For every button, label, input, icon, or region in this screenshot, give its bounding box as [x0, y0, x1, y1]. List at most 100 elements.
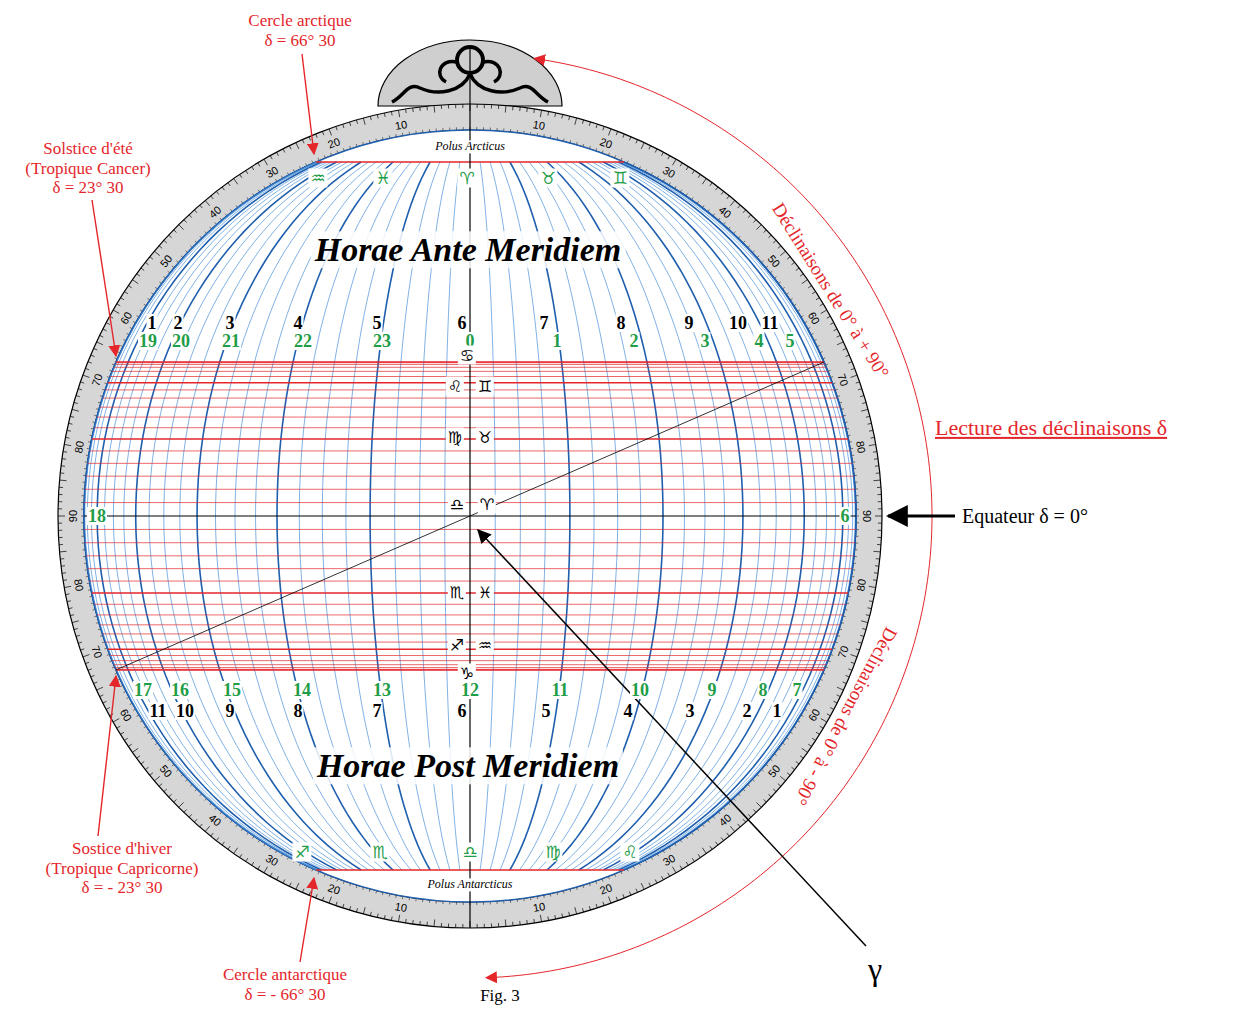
scale-number: 80 [72, 578, 86, 592]
ring-tick [837, 342, 843, 345]
ring-tick [575, 118, 577, 125]
ring-tick [868, 423, 872, 425]
ring-tick [434, 919, 436, 926]
zodiac-sign: ♌ [620, 843, 639, 862]
ring-tick [721, 191, 723, 194]
ring-tick [128, 286, 131, 288]
ring-tick [756, 225, 761, 230]
ring-tick [184, 809, 187, 812]
ring-tick [145, 262, 148, 264]
hour-number: 9 [225, 702, 236, 720]
ring-tick [302, 140, 304, 144]
ring-tick [629, 892, 631, 896]
ring-tick [246, 170, 248, 173]
ring-tick [58, 508, 62, 509]
ring-tick [748, 215, 751, 218]
ring-tick [60, 551, 67, 553]
scale-number: 90 [861, 510, 873, 522]
ring-tick [74, 628, 78, 629]
ring-tick [117, 304, 120, 306]
equator-label: Equateur δ = 0° [962, 505, 1088, 527]
ring-tick [363, 118, 365, 125]
zodiac-sign: ♓ [373, 169, 392, 188]
ring-tick [686, 862, 688, 865]
ring-tick [874, 458, 878, 460]
ring-tick [216, 838, 218, 841]
ornament-swirl [483, 61, 500, 82]
ring-tick [384, 113, 386, 117]
ring-tick [848, 669, 852, 670]
ring-tick [526, 920, 528, 924]
ring-tick [174, 799, 177, 802]
ring-tick [616, 897, 617, 901]
ring-tick [76, 396, 80, 397]
ring-tick [434, 106, 436, 113]
ring-tick [80, 649, 84, 650]
ring-tick [97, 342, 103, 345]
zodiac-sign: ♎ [460, 843, 479, 862]
ring-tick [716, 842, 718, 845]
ring-tick [673, 867, 677, 873]
hour-number: 5 [372, 314, 383, 332]
ring-tick [484, 104, 485, 108]
hour-number: 8 [616, 314, 627, 332]
ring-tick [730, 200, 734, 205]
ring-tick [350, 906, 351, 910]
ring-tick [843, 682, 847, 684]
ring-tick [800, 274, 803, 276]
ring-tick [222, 842, 224, 845]
ring-tick [164, 240, 167, 243]
ring-tick [773, 789, 776, 792]
ring-tick [184, 220, 187, 223]
hour-number: 17 [133, 681, 153, 699]
hour-number: 7 [539, 314, 550, 332]
ring-tick [860, 396, 864, 397]
ring-tick [405, 109, 407, 113]
hour-number: 11 [550, 681, 569, 699]
zodiac-sign: ♋ [458, 346, 476, 365]
zodiac-sign: ♍ [543, 843, 562, 862]
hour-number: 2 [742, 702, 753, 720]
ring-tick [277, 876, 279, 880]
hour-number: 9 [707, 681, 718, 699]
ring-tick [88, 362, 92, 363]
ring-tick [455, 924, 456, 928]
ring-tick [62, 572, 66, 574]
ring-tick [283, 880, 285, 884]
hour-number: 7 [372, 702, 383, 720]
zodiac-sign: ♏ [370, 843, 389, 862]
ring-tick [137, 756, 140, 758]
ring-tick [80, 382, 84, 383]
hour-number: 8 [758, 681, 769, 699]
figure-caption: Fig. 3 [480, 987, 520, 1006]
ring-tick [141, 762, 144, 764]
callout-leader [300, 878, 314, 962]
ring-tick [738, 824, 741, 827]
ring-tick [846, 675, 850, 677]
ring-tick [837, 687, 843, 690]
ring-tick [159, 784, 162, 787]
hour-number: 12 [460, 681, 480, 699]
ring-tick [179, 802, 184, 807]
ring-tick [412, 920, 414, 924]
ring-tick [133, 280, 139, 284]
ring-tick [391, 917, 393, 921]
ring-tick [561, 914, 563, 918]
ring-tick [72, 409, 79, 411]
ring-tick [252, 167, 254, 170]
ring-tick [448, 105, 449, 109]
ring-tick [866, 416, 870, 418]
ring-tick [59, 487, 63, 488]
ring-tick [876, 558, 880, 559]
ring-tick [74, 402, 78, 403]
ring-tick [623, 134, 624, 138]
callout-leader [302, 54, 314, 154]
ring-tick [498, 105, 499, 109]
ring-tick [796, 268, 799, 270]
ring-tick [59, 537, 63, 538]
ring-tick [802, 280, 808, 284]
ring-tick [264, 159, 268, 165]
ring-tick [743, 210, 746, 213]
ring-tick [851, 375, 858, 377]
ring-tick [462, 924, 463, 928]
